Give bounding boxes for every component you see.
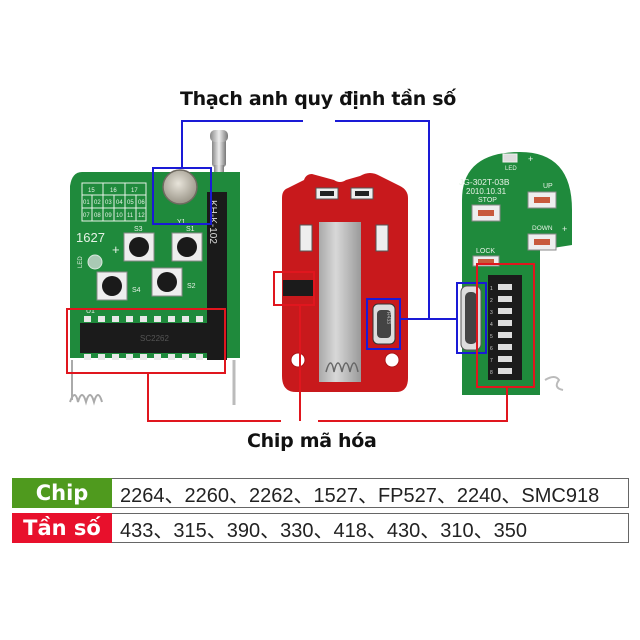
antenna-tip (212, 135, 226, 167)
dip-label: 7 (490, 358, 493, 364)
battery (319, 222, 361, 382)
row-value-chip: 2264、2260、2262、1527、FP527、2240、SMC918 (112, 478, 629, 508)
crystal-box-2 (366, 298, 401, 350)
chip-marking: SC2262 (140, 334, 169, 343)
chip-box-3 (476, 263, 535, 388)
table-row-chip: Chip 2264、2260、2262、1527、FP527、2240、SMC9… (12, 478, 629, 508)
silk-down: DOWN (532, 225, 553, 232)
grid-cell: 10 (116, 213, 123, 219)
dip-label: 5 (490, 334, 493, 340)
silk-u1: U1 (86, 308, 95, 315)
pcb-board-1 (70, 172, 240, 358)
board-3-green-remote: LED + JG-302T-03B 2010.10.31 UP STOP DOW… (459, 152, 572, 395)
silk-stop: STOP (478, 197, 497, 204)
chip-connector-1 (147, 373, 281, 422)
encoder-chip-1 (80, 323, 210, 353)
crystal-annotation-label: Thạch anh quy định tần số (180, 88, 457, 110)
grid-cell: 09 (105, 213, 112, 219)
grid-cell: 07 (83, 213, 90, 219)
silk-lock: LOCK (476, 248, 495, 255)
grid-cell: 05 (127, 200, 134, 206)
silk-led-3: LED (505, 166, 517, 172)
silk-s1: S1 (186, 226, 195, 233)
silk-plus: + (112, 242, 120, 257)
silk-y1: Y1 (177, 219, 186, 226)
dip-label: 4 (490, 322, 493, 328)
grid-header-15: 15 (88, 188, 95, 194)
battery-spring (69, 360, 103, 406)
encoder-chip-2 (283, 280, 313, 296)
crystal-highlights (152, 120, 487, 354)
crystal-marking: R433 (385, 312, 391, 324)
dip-label: 3 (490, 310, 493, 316)
silk-s4: S4 (132, 287, 141, 294)
chip-box-2 (273, 271, 315, 306)
grid-cell: 01 (83, 200, 90, 206)
dip-label: 1 (490, 286, 493, 292)
silk-led: LED (78, 256, 84, 268)
crystal-can (162, 169, 198, 205)
dip-label: 6 (490, 346, 493, 352)
silk-1627: 1627 (76, 230, 105, 245)
jumper-grid (81, 182, 147, 222)
crystal-connector-2 (335, 120, 430, 320)
dip-switch (488, 275, 522, 380)
tactile-buttons (96, 232, 203, 301)
board-1-green-remote: 15 16 17 01 02 03 04 05 06 07 08 09 10 1… (69, 130, 240, 406)
antenna-label: KH-K-102 (207, 200, 218, 244)
silk-plus-3a: + (528, 154, 533, 164)
antenna-coil (207, 192, 227, 360)
grid-cell: 02 (94, 200, 101, 206)
board-2-red-remote: R433 (282, 173, 408, 392)
table-row-frequency: Tần số 433、315、390、330、418、430、310、350 (12, 513, 629, 543)
row-value-frequency: 433、315、390、330、418、430、310、350 (112, 513, 629, 543)
grid-cell: 11 (127, 213, 134, 219)
chip-annotation-label: Chip mã hóa (247, 430, 377, 452)
grid-cell: 12 (138, 213, 145, 219)
led (87, 254, 103, 270)
grid-cell: 06 (138, 200, 145, 206)
silk-plus-3b: + (562, 224, 567, 234)
grid-cell: 08 (94, 213, 101, 219)
chip-box-1 (66, 308, 226, 374)
chip-connector-3 (318, 387, 508, 422)
row-label-chip: Chip (12, 478, 112, 508)
silk-model: JG-302T-03B (459, 177, 510, 187)
row-label-frequency: Tần số (12, 513, 112, 543)
silk-up: UP (543, 183, 553, 190)
dip-label: 2 (490, 298, 493, 304)
grid-header-17: 17 (131, 188, 138, 194)
grid-header-16: 16 (110, 188, 117, 194)
battery-contact-3 (544, 376, 564, 391)
silk-date: 2010.10.31 (466, 187, 507, 196)
dip-label: 8 (490, 370, 493, 376)
silk-s3: S3 (134, 226, 143, 233)
grid-cell: 04 (116, 200, 123, 206)
grid-cell: 03 (105, 200, 112, 206)
chip-highlights (66, 263, 535, 422)
crystal-connector-1 (181, 120, 303, 168)
silk-s2: S2 (187, 283, 196, 290)
